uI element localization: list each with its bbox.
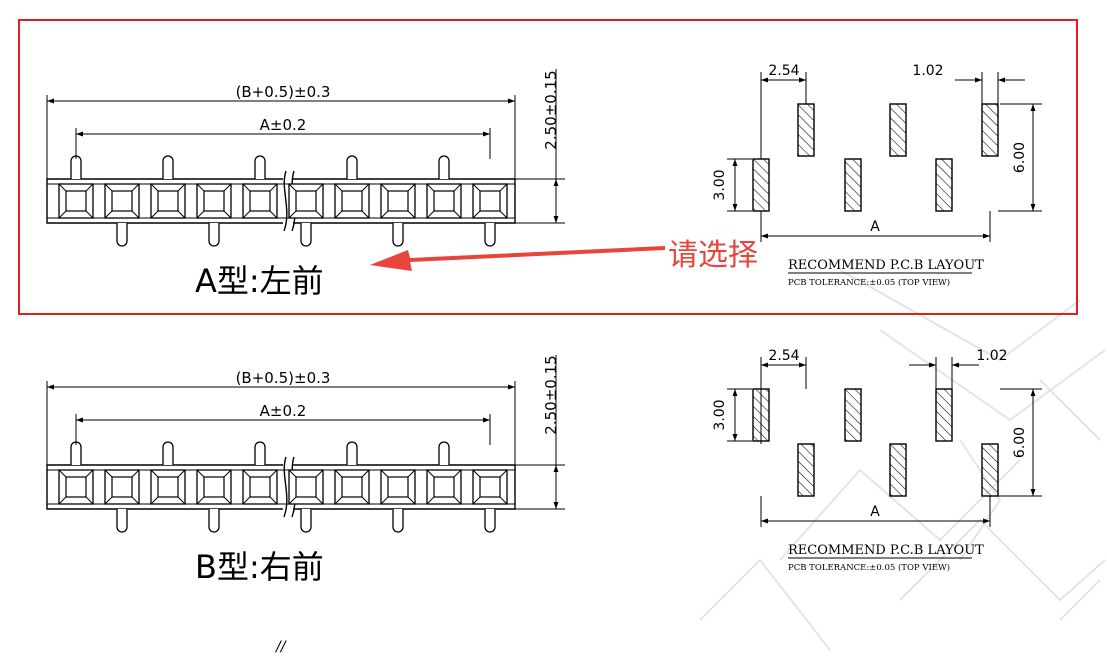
- pin-bottom: [208, 509, 220, 533]
- contact-hole: [341, 190, 363, 212]
- pin-top: [438, 155, 450, 179]
- break-line: [283, 456, 288, 518]
- connector-body-right: [293, 178, 516, 224]
- pcb-pad: [797, 443, 815, 497]
- contact-hole: [479, 476, 501, 498]
- watermark-stroke: [699, 558, 831, 651]
- contact-hole: [249, 190, 271, 212]
- pcb-pad: [752, 158, 770, 212]
- pcb-row-offset-label: 3.00: [712, 399, 728, 430]
- type-label-bottom: B型:右前: [195, 548, 324, 586]
- dim-height-bottom: 2.50±0.15: [542, 355, 560, 434]
- pin-bottom: [116, 223, 128, 247]
- dim-pitch-span-bottom: A±0.2: [260, 402, 307, 420]
- dim-height-top: 2.50±0.15: [542, 70, 560, 149]
- contact-hole: [65, 476, 87, 498]
- pcb-pad: [935, 158, 953, 212]
- pin-top: [162, 155, 174, 179]
- dim-overall-bottom: (B+0.5)±0.3: [236, 369, 331, 387]
- pin-top: [162, 441, 174, 465]
- selection-box: [18, 19, 1078, 315]
- pin-top: [70, 441, 82, 465]
- arrow-left-icon: [370, 246, 665, 271]
- pin-bottom: [484, 509, 496, 533]
- annotation-label: 请选择: [668, 238, 758, 273]
- contact-hole: [387, 476, 409, 498]
- pin-bottom: [392, 509, 404, 533]
- pcb-pitch-label: 2.54: [768, 348, 799, 364]
- pin-top: [346, 441, 358, 465]
- pcb-pad: [889, 443, 907, 497]
- watermark-stroke: [839, 269, 1081, 362]
- watermark-stroke: [899, 518, 1106, 602]
- pin-bottom: [208, 223, 220, 247]
- pcb-tolerance-note: PCB TOLERANCE:±0.05 (TOP VIEW): [788, 562, 950, 573]
- pcb-span-label: 6.00: [1012, 427, 1028, 458]
- watermark-stroke: [779, 459, 1021, 561]
- pin-bottom: [392, 223, 404, 247]
- pcb-span-label: 6.00: [1012, 142, 1028, 173]
- pcb-pad-width-label: 1.02: [976, 348, 1007, 364]
- connector-body-right: [293, 464, 516, 510]
- contact-hole: [295, 190, 317, 212]
- pcb-pad-width-label: 1.02: [912, 63, 943, 79]
- connector-drawing-top: [46, 69, 565, 247]
- pin-bottom: [300, 223, 312, 247]
- contact-hole: [111, 190, 133, 212]
- watermark-stroke: [1059, 579, 1101, 621]
- contact-hole: [203, 476, 225, 498]
- pcb-pad: [844, 158, 862, 212]
- contact-hole: [157, 476, 179, 498]
- watermark: [699, 269, 1106, 651]
- break-line: [283, 170, 288, 232]
- watermark-stroke: [1039, 379, 1101, 441]
- pcb-layout-title: RECOMMEND P.C.B LAYOUT: [788, 543, 984, 558]
- pcb-pad: [981, 443, 999, 497]
- pcb-layout-top: 2.54 1.02 3.00 6.00A RECOMMEND P.C.B LAYOUT P…: [712, 63, 1042, 288]
- pcb-layout-title: RECOMMEND P.C.B LAYOUT: [788, 258, 984, 273]
- contact-hole: [203, 190, 225, 212]
- pcb-pad: [981, 103, 999, 157]
- pin-top: [254, 155, 266, 179]
- contact-hole: [433, 190, 455, 212]
- pcb-pad: [889, 103, 907, 157]
- pin-bottom: [484, 223, 496, 247]
- pin-top: [70, 155, 82, 179]
- pin-bottom: [300, 509, 312, 533]
- pcb-pad: [797, 103, 815, 157]
- pin-top: [346, 155, 358, 179]
- pcb-pad: [935, 388, 953, 442]
- dim-pitch-span-top: A±0.2: [260, 116, 307, 134]
- pcb-layout-bottom: 2.54 1.02 3.00 6.00A RECOMMEND P.C.B LAYOUT P…: [712, 348, 1042, 573]
- contact-hole: [433, 476, 455, 498]
- pin-top: [254, 441, 266, 465]
- pcb-pad: [844, 388, 862, 442]
- contact-hole: [341, 476, 363, 498]
- contact-hole: [65, 190, 87, 212]
- contact-hole: [249, 476, 271, 498]
- pin-top: [438, 441, 450, 465]
- pcb-span-a-label: A: [870, 219, 880, 235]
- pin-bottom: [116, 509, 128, 533]
- connector-drawing-bottom: [46, 355, 565, 533]
- pcb-tolerance-note: PCB TOLERANCE:±0.05 (TOP VIEW): [788, 277, 950, 288]
- watermark-stroke: [879, 329, 1106, 422]
- pcb-pitch-label: 2.54: [768, 63, 799, 79]
- dim-overall-top: (B+0.5)±0.3: [236, 83, 331, 101]
- contact-hole: [387, 190, 409, 212]
- contact-hole: [111, 476, 133, 498]
- watermark-stroke: [959, 439, 1002, 561]
- type-label-top: A型:左前: [195, 262, 324, 300]
- pcb-span-a-label: A: [870, 504, 880, 520]
- contact-hole: [295, 476, 317, 498]
- contact-hole: [479, 190, 501, 212]
- contact-hole: [157, 190, 179, 212]
- stray-mark: //: [274, 639, 287, 653]
- pcb-row-offset-label: 3.00: [712, 169, 728, 200]
